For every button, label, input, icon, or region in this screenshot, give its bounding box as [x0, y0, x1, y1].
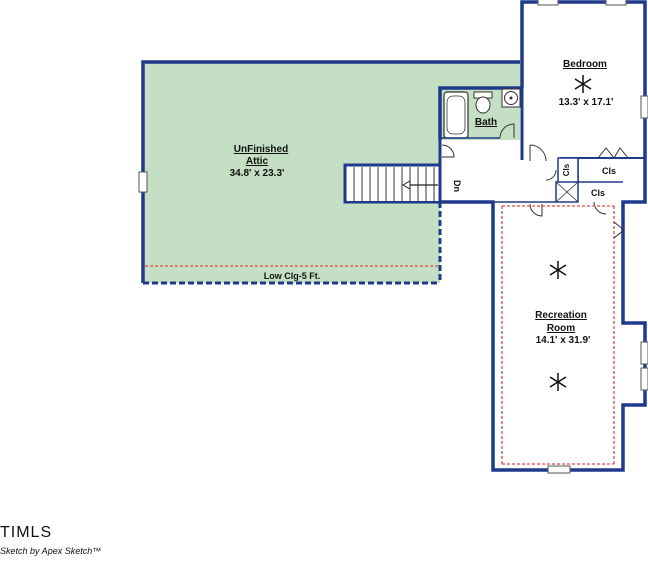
closet-bedroom-label: Cls: [602, 166, 616, 176]
attic-name-line1: UnFinished: [234, 144, 288, 155]
rec-window-bottom: [547, 465, 571, 474]
low-ceiling-label: Low Clg-5 Ft.: [264, 271, 321, 281]
mls-logo: TIMLS: [0, 524, 52, 541]
bath-door-swing: [499, 123, 515, 139]
attic-dims: 34.8' x 23.3': [230, 168, 285, 179]
toilet-bowl: [475, 96, 491, 114]
stairs-arrowhead: [401, 180, 411, 190]
rec-closet-door: [613, 221, 625, 239]
bathtub-inner: [446, 95, 466, 135]
bedroom-dims: 13.3' x 17.1': [559, 97, 614, 108]
recreation-name-line1: Recreation: [535, 310, 587, 321]
closet-lower-label: Cls: [591, 188, 605, 198]
bath-name: Bath: [475, 117, 497, 128]
rec-ceiling-fixture-1: [549, 261, 567, 279]
faucet: [509, 96, 513, 100]
rec-ceiling-fixture-2: [549, 373, 567, 391]
closet-door-left: [597, 147, 615, 159]
rec-window-right-1: [640, 341, 648, 365]
hall-left-wall: [438, 86, 522, 140]
hall-bottom-wall: [440, 0, 647, 472]
closet-vertical-door: [545, 169, 557, 181]
sketch-credit: Sketch by Apex Sketch™: [0, 546, 101, 556]
rec-window-right-2: [640, 367, 648, 391]
bedroom-ceiling-fixture: [574, 75, 592, 93]
closet-door-right: [613, 147, 629, 159]
attic-wall: [141, 60, 520, 283]
recreation-dims: 14.1' x 31.9': [536, 335, 591, 346]
closet-cross-2: [555, 181, 579, 203]
bedroom-window-right: [640, 95, 648, 119]
hall-door-swing: [441, 144, 455, 158]
attic-name-line2: Attic: [246, 156, 269, 167]
bedroom-name: Bedroom: [563, 59, 607, 70]
attic-fill: [143, 62, 520, 283]
attic-window: [138, 171, 148, 193]
closet-lower-door: [593, 201, 607, 215]
bedroom-window-top-left: [537, 0, 559, 6]
bedroom-door-swing: [529, 144, 547, 162]
rec-door-swing: [529, 203, 543, 217]
stairs: [347, 167, 440, 201]
stairs-down-label: Dn: [452, 180, 462, 192]
closet-vertical-label: Cls: [562, 163, 571, 176]
recreation-name-line2: Room: [547, 323, 575, 334]
attic-inner-wall: [343, 140, 442, 204]
bedroom-window-top-right: [605, 0, 627, 6]
